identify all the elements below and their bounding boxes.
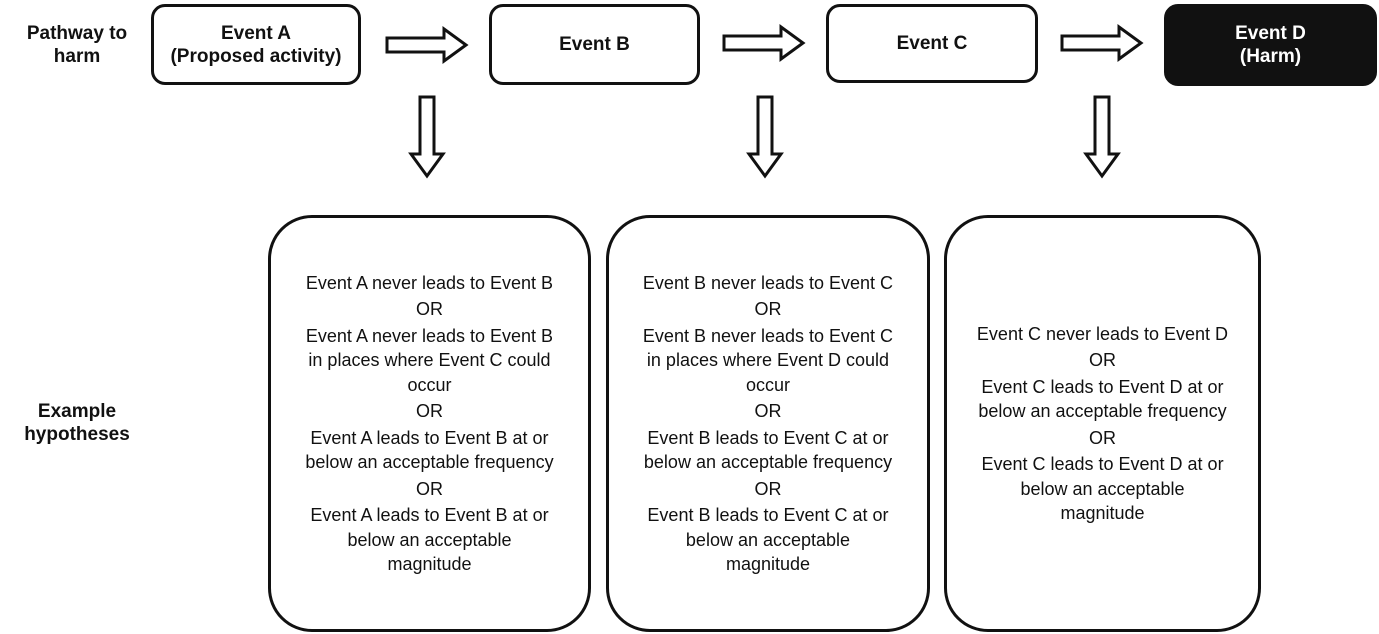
event-d-title: Event D [1235, 23, 1306, 44]
or-separator: OR [754, 401, 782, 421]
or-separator: OR [416, 299, 443, 319]
or-separator: OR [1089, 350, 1116, 370]
hypothesis-1-4-line2: below an acceptable [347, 529, 512, 550]
hypothesis-1-3-line1: Event A leads to Event B at or [310, 427, 549, 448]
or-separator: OR [416, 478, 443, 499]
hypothesis-1-4: Event A leads to Event B at or below an … [310, 503, 548, 577]
row-label-hypotheses: Example hypotheses [14, 400, 140, 446]
hypothesis-1-2-line1: Event A never leads to Event B [305, 325, 554, 346]
hypothesis-2-3-line2: below an acceptable frequency [643, 452, 893, 472]
hypothesis-1-1-line1: Event A never leads to Event B [305, 272, 554, 293]
hypothesis-2-1-line1: Event B never leads to Event C [642, 272, 894, 293]
hypothesis-1-1: Event A never leads to Event B [306, 271, 553, 296]
hypothesis-3-1-line1: Event C never leads to Event D [976, 323, 1229, 344]
event-a-title: Event A [220, 22, 292, 44]
hypothesis-2-4: Event B leads to Event C at or below an … [647, 503, 888, 577]
or-separator: OR [416, 401, 443, 421]
row-label-pathway: Pathway to harm [14, 22, 140, 68]
hypothesis-1-3: Event A leads to Event B at or below an … [305, 426, 553, 475]
arrow-right-a-to-b [385, 26, 469, 64]
hypothesis-2-4-line2: below an acceptable [685, 529, 851, 550]
arrow-right-b-to-c [722, 24, 806, 62]
hypothesis-1-2-line3: occur [407, 374, 452, 395]
arrow-right-c-to-d [1060, 24, 1144, 62]
row-label-pathway-line2: harm [53, 46, 101, 67]
event-b-title: Event B [559, 34, 630, 55]
arrow-down-hypotheses-2 [746, 95, 784, 179]
hypothesis-2-2-line2: in places where Event D could [646, 350, 890, 370]
hypothesis-2-3: Event B leads to Event C at or below an … [644, 426, 892, 475]
row-label-hypotheses-line2: hypotheses [24, 424, 130, 445]
event-c-title: Event C [896, 33, 968, 54]
row-label-hypotheses-line1: Example [37, 401, 117, 422]
hypothesis-2-1: Event B never leads to Event C [643, 271, 893, 296]
hypothesis-1-4-line3: magnitude [387, 554, 472, 574]
row-label-pathway-line1: Pathway to [26, 23, 128, 44]
hypothesis-1-4-line1: Event A leads to Event B at or [310, 505, 549, 525]
event-d-subtitle: (Harm) [1239, 46, 1302, 67]
hypothesis-2-3-line1: Event B leads to Event C at or [647, 427, 889, 448]
or-separator: OR [754, 299, 782, 319]
hypothesis-3-2: Event C leads to Event D at or below an … [978, 375, 1226, 424]
event-a-subtitle: (Proposed activity) [170, 45, 342, 67]
event-c-box: Event C [826, 4, 1038, 83]
hypothesis-3-3: Event C leads to Event D at or below an … [981, 452, 1223, 526]
event-d-harm-box: Event D (Harm) [1164, 4, 1377, 86]
hypothesis-3-1: Event C never leads to Event D [977, 322, 1228, 347]
hypothesis-3-2-line2: below an acceptable frequency [978, 401, 1227, 421]
arrow-down-hypotheses-1 [408, 95, 446, 179]
hypothesis-3-3-line3: magnitude [1060, 503, 1145, 523]
or-separator: OR [1089, 427, 1116, 448]
hypotheses-box-3: Event C never leads to Event D OR Event … [944, 215, 1261, 632]
hypothesis-3-3-line2: below an acceptable [1020, 478, 1185, 499]
hypothesis-3-2-line1: Event C leads to Event D at or [981, 376, 1224, 397]
event-a-box: Event A (Proposed activity) [151, 4, 361, 85]
hypothesis-2-2: Event B never leads to Event C in places… [643, 324, 893, 398]
hypothesis-1-2: Event A never leads to Event B in places… [306, 324, 553, 398]
hypotheses-box-1: Event A never leads to Event B OR Event … [268, 215, 591, 632]
hypothesis-2-2-line1: Event B never leads to Event C [642, 325, 894, 346]
hypothesis-1-3-line2: below an acceptable frequency [305, 452, 554, 472]
arrow-down-hypotheses-3 [1083, 95, 1121, 179]
hypotheses-box-2: Event B never leads to Event C OR Event … [606, 215, 930, 632]
hypothesis-2-2-line3: occur [745, 374, 790, 395]
hypothesis-2-4-line3: magnitude [725, 554, 811, 574]
or-separator: OR [754, 478, 782, 499]
hypothesis-2-4-line1: Event B leads to Event C at or [647, 505, 889, 525]
hypothesis-1-2-line2: in places where Event C could [308, 350, 551, 370]
hypothesis-3-3-line1: Event C leads to Event D at or [981, 454, 1224, 474]
event-b-box: Event B [489, 4, 700, 85]
